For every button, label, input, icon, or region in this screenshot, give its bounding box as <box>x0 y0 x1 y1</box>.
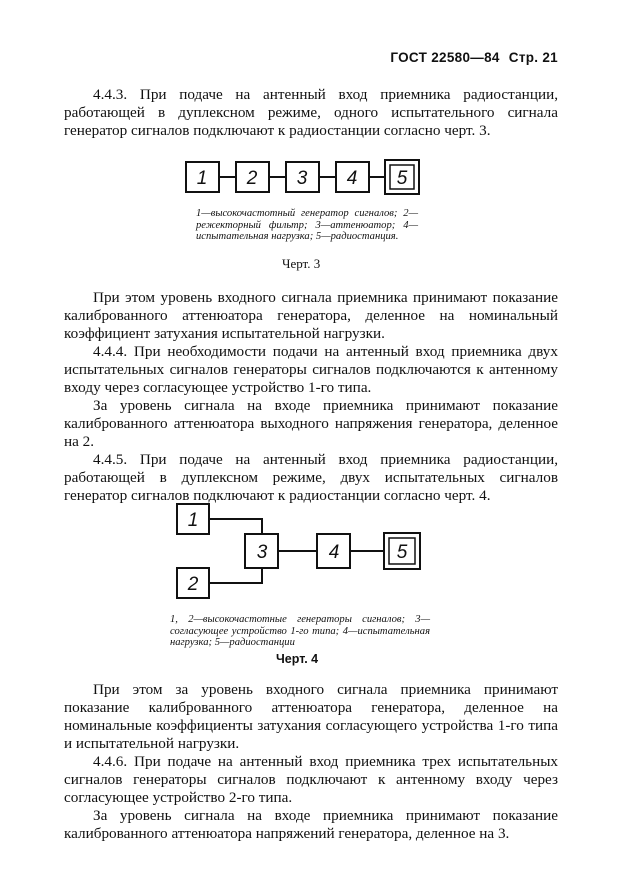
fig3-block-2-label: 2 <box>246 168 258 189</box>
figure-3-block-diagram: 1 2 3 4 5 <box>185 159 420 195</box>
standard-number: ГОСТ 22580—84 <box>390 50 500 65</box>
paragraph-measurement-4: За уровень сигнала на входе приемника пр… <box>64 807 558 842</box>
fig4-block-1-label: 1 <box>188 510 199 531</box>
paragraph-4-4-4: 4.4.4. При необходимости подачи на антен… <box>64 343 558 396</box>
paragraph-4-4-6: 4.4.6. При подаче на антенный вход прием… <box>64 753 558 806</box>
fig4-connector <box>209 568 263 584</box>
figure-4-caption: 1, 2—высокочастотные генераторы сигналов… <box>170 614 430 648</box>
paragraph-measurement-3: При этом за уровень входного сигнала при… <box>64 681 558 752</box>
figure-4-title: Черт. 4 <box>276 652 319 666</box>
fig4-block-5-label: 5 <box>397 542 408 563</box>
figure-3-title: Черт. 3 <box>282 256 321 271</box>
fig4-connector <box>209 518 263 534</box>
fig3-block-3-label: 3 <box>297 168 308 189</box>
fig3-block-5-label: 5 <box>397 168 408 189</box>
fig3-block-4-label: 4 <box>347 168 358 189</box>
fig3-block-5-inner <box>389 164 415 190</box>
figure-4-block-diagram: 1 2 3 4 5 <box>176 503 421 599</box>
paragraph-4-4-3: 4.4.3. При подаче на антенный вход прием… <box>64 86 558 139</box>
fig4-block-5-inner <box>388 537 416 565</box>
fig4-block-2-label: 2 <box>187 574 199 595</box>
page-header: ГОСТ 22580—84 Стр. 21 <box>390 50 558 65</box>
paragraph-measurement-2: За уровень сигнала на входе приемника пр… <box>64 397 558 450</box>
paragraph-4-4-5: 4.4.5. При подаче на антенный вход прием… <box>64 451 558 504</box>
fig4-block-4-label: 4 <box>329 542 340 563</box>
figure-3-caption: 1—высокочастотный генератор сигналов; 2—… <box>196 208 418 242</box>
fig4-block-3-label: 3 <box>257 542 268 563</box>
paragraph-measurement-1: При этом уровень входного сигнала приемн… <box>64 289 558 342</box>
fig3-block-1-label: 1 <box>197 168 208 189</box>
page-number: Стр. 21 <box>508 50 558 65</box>
